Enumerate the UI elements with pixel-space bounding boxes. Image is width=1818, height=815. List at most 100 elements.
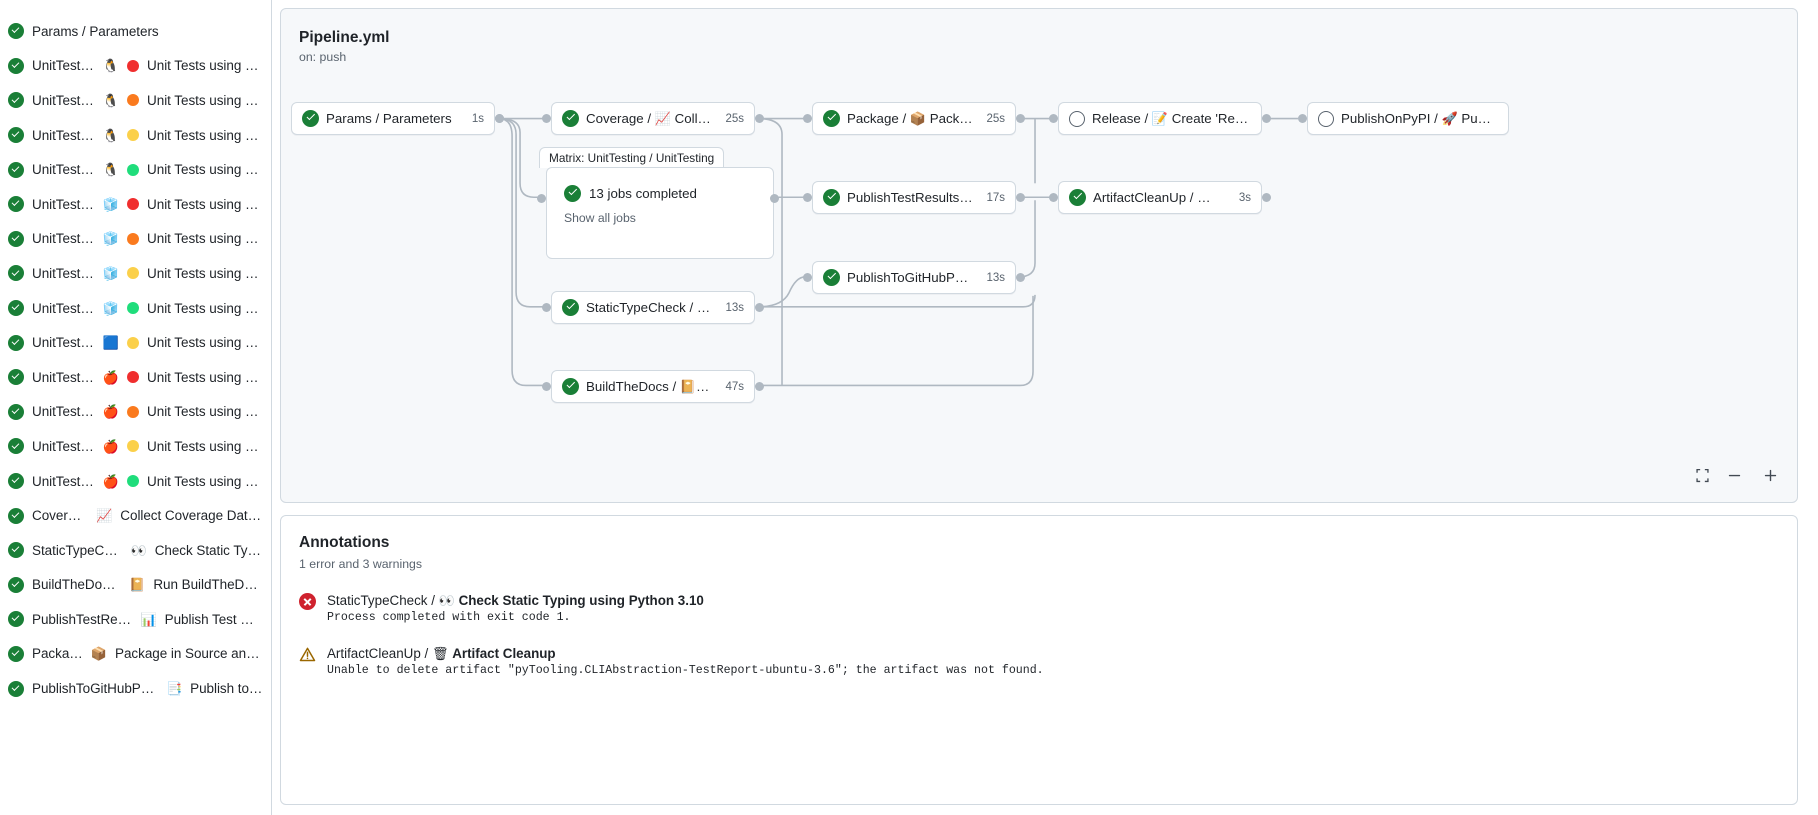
sidebar-item[interactable]: UnitTesting / 🍎Unit Tests using Pyth... — [0, 464, 271, 499]
graph-node-builddocs[interactable]: BuildTheDocs / 📔 Run Buil...47s — [551, 370, 755, 403]
os-emoji-icon: 🐧 — [102, 162, 120, 178]
page-title: Pipeline.yml — [299, 29, 390, 46]
graph-node-pypi[interactable]: PublishOnPyPI / 🚀 Publish to ... — [1307, 102, 1509, 135]
os-emoji-icon: 🧊 — [102, 196, 120, 212]
graph-node-release[interactable]: Release / 📝 Create 'Release P... — [1058, 102, 1262, 135]
matrix-jobs-label: 13 jobs completed — [589, 186, 697, 201]
graph-node-label: Package / 📦 Package in So... — [847, 111, 974, 126]
warning-icon — [299, 646, 316, 663]
sidebar-item[interactable]: UnitTesting / 🟦Unit Tests using Pyth... — [0, 325, 271, 360]
graph-node-input-port — [803, 193, 812, 202]
status-success-icon — [8, 403, 24, 420]
annotation-step-label: Check Static Typing using Python 3.10 — [458, 593, 704, 608]
sidebar-item-label: UnitTesting / — [32, 335, 95, 351]
status-success-icon — [562, 299, 579, 316]
graph-node-artifact[interactable]: ArtifactCleanUp / 🗑 Artifac...3s — [1058, 181, 1262, 214]
sidebar-item-step-label: Unit Tests using Pyth... — [147, 300, 263, 316]
sidebar-item[interactable]: UnitTesting / 🧊Unit Tests using Pyth... — [0, 222, 271, 257]
graph-node-duration: 17s — [986, 191, 1005, 204]
python-version-dot-icon — [127, 405, 140, 418]
os-emoji-icon: 👀 — [130, 542, 147, 558]
sidebar-item[interactable]: UnitTesting / 🐧Unit Tests using Pyth... — [0, 83, 271, 118]
graph-node-output-port — [755, 114, 764, 123]
sidebar-item[interactable]: UnitTesting / 🍎Unit Tests using Pyth... — [0, 360, 271, 395]
sidebar-item[interactable]: UnitTesting / 🧊Unit Tests using Pyth... — [0, 291, 271, 326]
step-emoji-icon: 📝 — [1151, 111, 1169, 126]
sidebar-item[interactable]: UnitTesting / 🧊Unit Tests using Pyth... — [0, 256, 271, 291]
status-success-icon — [562, 378, 579, 395]
annotation-heading: StaticTypeCheck / 👀 Check Static Typing … — [327, 593, 704, 608]
fit-screen-icon[interactable] — [1691, 464, 1713, 486]
os-emoji-icon: 📔 — [129, 577, 146, 593]
sidebar-item-step-label: Unit Tests using Pyth... — [147, 369, 263, 385]
sidebar-item[interactable]: UnitTesting / 🧊Unit Tests using Pyth... — [0, 187, 271, 222]
sidebar-item-step-label: Unit Tests using Pyth... — [147, 58, 263, 74]
zoom-in-button[interactable] — [1759, 464, 1781, 486]
sidebar-item[interactable]: Coverage / 📈Collect Coverage Data usi... — [0, 498, 271, 533]
zoom-out-button[interactable] — [1723, 464, 1745, 486]
sidebar-item-step-label: Unit Tests using Pyth... — [147, 473, 263, 489]
sidebar-item[interactable]: UnitTesting / 🍎Unit Tests using Pyth... — [0, 429, 271, 464]
show-all-jobs-link[interactable]: Show all jobs — [564, 211, 636, 225]
sidebar-item-label: Params / Parameters — [32, 23, 159, 39]
status-success-icon — [8, 300, 24, 317]
sidebar-item-step-label: Publish Test Resu... — [164, 611, 263, 627]
sidebar-item-step-label: Unit Tests using Pyth... — [147, 127, 263, 143]
graph-node-coverage[interactable]: Coverage / 📈 Collect Cove...25s — [551, 102, 755, 135]
matrix-input-port — [537, 194, 546, 203]
sidebar-item[interactable]: BuildTheDocs / 📔Run BuildTheDocs — [0, 568, 271, 603]
graph-node-label: BuildTheDocs / 📔 Run Buil... — [586, 379, 712, 394]
status-success-icon — [8, 438, 24, 455]
sidebar-item[interactable]: UnitTesting / 🐧Unit Tests using Pyth... — [0, 152, 271, 187]
graph-node-ghpages[interactable]: PublishToGitHubPages / 📑 ...13s — [812, 261, 1016, 294]
os-emoji-icon: 🧊 — [102, 300, 120, 316]
os-emoji-icon: 🍎 — [102, 404, 120, 420]
sidebar-item[interactable]: PublishTestResults / 📊Publish Test Resu.… — [0, 602, 271, 637]
sidebar-item-label: UnitTesting / — [32, 162, 95, 178]
main-content: Pipeline.yml on: push — [272, 0, 1818, 815]
os-emoji-icon: 🍎 — [102, 438, 120, 454]
step-emoji-icon: 🗑 — [431, 646, 449, 661]
graph-node-duration: 13s — [986, 271, 1005, 284]
graph-node-output-port — [1016, 193, 1025, 202]
status-success-icon — [823, 110, 840, 127]
status-success-icon — [823, 269, 840, 286]
graph-zoom-controls[interactable] — [1691, 464, 1781, 486]
status-success-icon — [8, 473, 24, 490]
graph-node-duration: 3s — [1238, 191, 1251, 204]
sidebar-item-step-label: Run BuildTheDocs — [153, 577, 263, 593]
graph-node-statictype[interactable]: StaticTypeCheck / 👀 Chec...13s — [551, 291, 755, 324]
status-success-icon — [8, 680, 24, 697]
os-emoji-icon: 📈 — [96, 508, 113, 524]
python-version-dot-icon — [127, 371, 140, 384]
graph-node-package[interactable]: Package / 📦 Package in So...25s — [812, 102, 1016, 135]
graph-node-label: PublishOnPyPI / 🚀 Publish to ... — [1341, 111, 1498, 126]
matrix-group-tab-label: Matrix: UnitTesting / UnitTesting — [549, 151, 715, 165]
sidebar-item[interactable]: UnitTesting / 🐧Unit Tests using Pyth... — [0, 118, 271, 153]
sidebar-item[interactable]: PublishToGitHubPages / 📑Publish to G... — [0, 671, 271, 706]
sidebar-item-label: UnitTesting / — [32, 404, 95, 420]
annotation-job-label: ArtifactCleanUp / — [327, 646, 432, 661]
annotations-summary: 1 error and 3 warnings — [299, 557, 423, 571]
os-emoji-icon: 🧊 — [102, 265, 120, 281]
sidebar-item-label: StaticTypeCheck / — [32, 542, 123, 558]
sidebar-item[interactable]: UnitTesting / 🍎Unit Tests using Pyth... — [0, 395, 271, 430]
graph-node-testresults[interactable]: PublishTestResults / 📊 Pu... 17s — [812, 181, 1016, 214]
annotations-title: Annotations — [299, 534, 390, 551]
sidebar-item[interactable]: StaticTypeCheck / 👀Check Static Typing..… — [0, 533, 271, 568]
sidebar-item-label: UnitTesting / — [32, 58, 95, 74]
workflow-graph-card[interactable]: Pipeline.yml on: push — [280, 8, 1798, 503]
graph-node-label: PublishTestResults / 📊 Pu... — [847, 190, 973, 205]
os-emoji-icon: 🟦 — [102, 335, 120, 351]
sidebar-item[interactable]: Package / 📦Package in Source and Wh... — [0, 637, 271, 672]
annotation-item[interactable]: StaticTypeCheck / 👀 Check Static Typing … — [299, 593, 1797, 624]
matrix-group-tab[interactable]: Matrix: UnitTesting / UnitTesting — [539, 147, 725, 168]
sidebar-item-step-label: Publish to G... — [190, 681, 263, 697]
sidebar-item[interactable]: UnitTesting / 🐧Unit Tests using Pyth... — [0, 49, 271, 84]
sidebar-item[interactable]: Params / Parameters — [0, 14, 271, 49]
